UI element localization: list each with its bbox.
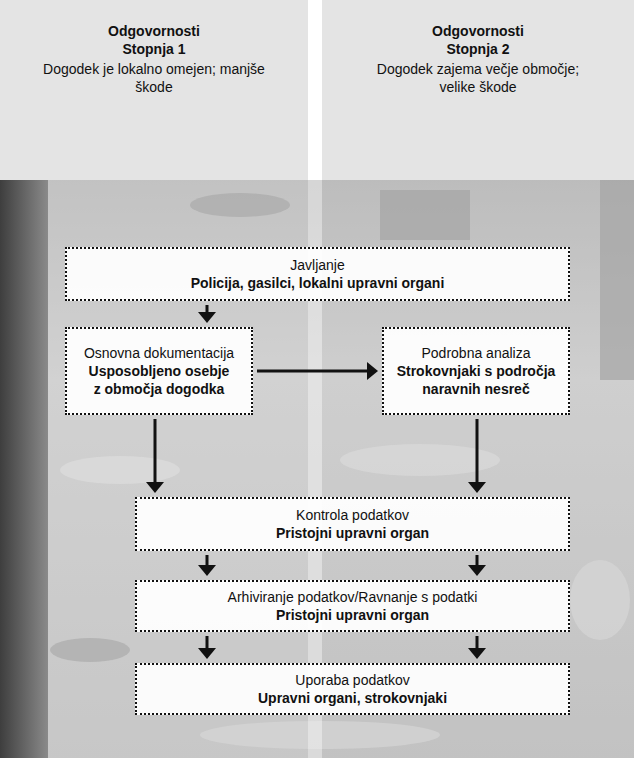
arrow-shaft [206,305,209,313]
arrow-shaft [206,555,209,566]
level-title: Odgovornosti Stopnja 1 [94,22,214,58]
arrow-head [198,312,216,323]
responsible-party: Policija, gasilci, lokalni upravni organ… [191,274,445,292]
level-header-panel: Odgovornosti Stopnja 2Dogodek zajema več… [322,0,634,180]
arrow-shaft [476,636,479,649]
step-title: Kontrola podatkov [296,506,409,524]
process-box: Osnovna dokumentacijaUsposobljeno osebje… [65,327,253,415]
arrow-shaft [154,419,157,483]
level-header-panel: Odgovornosti Stopnja 1Dogodek je lokalno… [0,0,308,180]
arrow-shaft [206,636,209,649]
step-title: Podrobna analiza [422,344,531,362]
arrow-shaft [476,419,479,483]
responsible-party: Usposobljeno osebje z območja dogodka [84,362,234,398]
process-box: JavljanjePolicija, gasilci, lokalni upra… [65,247,570,301]
process-box: Podrobna analizaStrokovnjaki s področja … [382,327,570,415]
arrow-head [367,362,378,380]
flow-arrow [146,419,164,493]
flow-arrow [468,419,486,493]
process-box: Kontrola podatkovPristojni upravni organ [135,497,570,551]
flow-arrow [198,555,216,576]
responsible-party: Strokovnjaki s področja naravnih nesreč [392,362,560,398]
flow-arrow [198,636,216,659]
level-title: Odgovornosti Stopnja 2 [418,22,538,58]
step-title: Osnovna dokumentacija [84,344,234,362]
level-description: Dogodek zajema večje območje; velike ško… [366,60,591,96]
arrow-shaft [476,555,479,566]
level-description: Dogodek je lokalno omejen; manjše škode [42,60,267,96]
responsible-party: Upravni organi, strokovnjaki [258,689,447,707]
flow-arrow [468,636,486,659]
arrow-shaft [257,370,368,373]
arrow-head [468,565,486,576]
responsible-party: Pristojni upravni organ [276,524,429,542]
step-title: Arhiviranje podatkov/Ravnanje s podatki [228,588,478,606]
arrow-head [468,648,486,659]
arrow-head [146,482,164,493]
arrow-head [468,482,486,493]
step-title: Javljanje [290,256,344,274]
flow-arrow [198,305,216,323]
arrow-head [198,565,216,576]
arrow-head [198,648,216,659]
process-box: Arhiviranje podatkov/Ravnanje s podatkiP… [135,580,570,632]
responsible-party: Pristojni upravni organ [276,606,429,624]
process-box: Uporaba podatkovUpravni organi, strokovn… [135,663,570,715]
flow-arrow [468,555,486,576]
flow-arrow [257,362,378,380]
step-title: Uporaba podatkov [295,671,409,689]
